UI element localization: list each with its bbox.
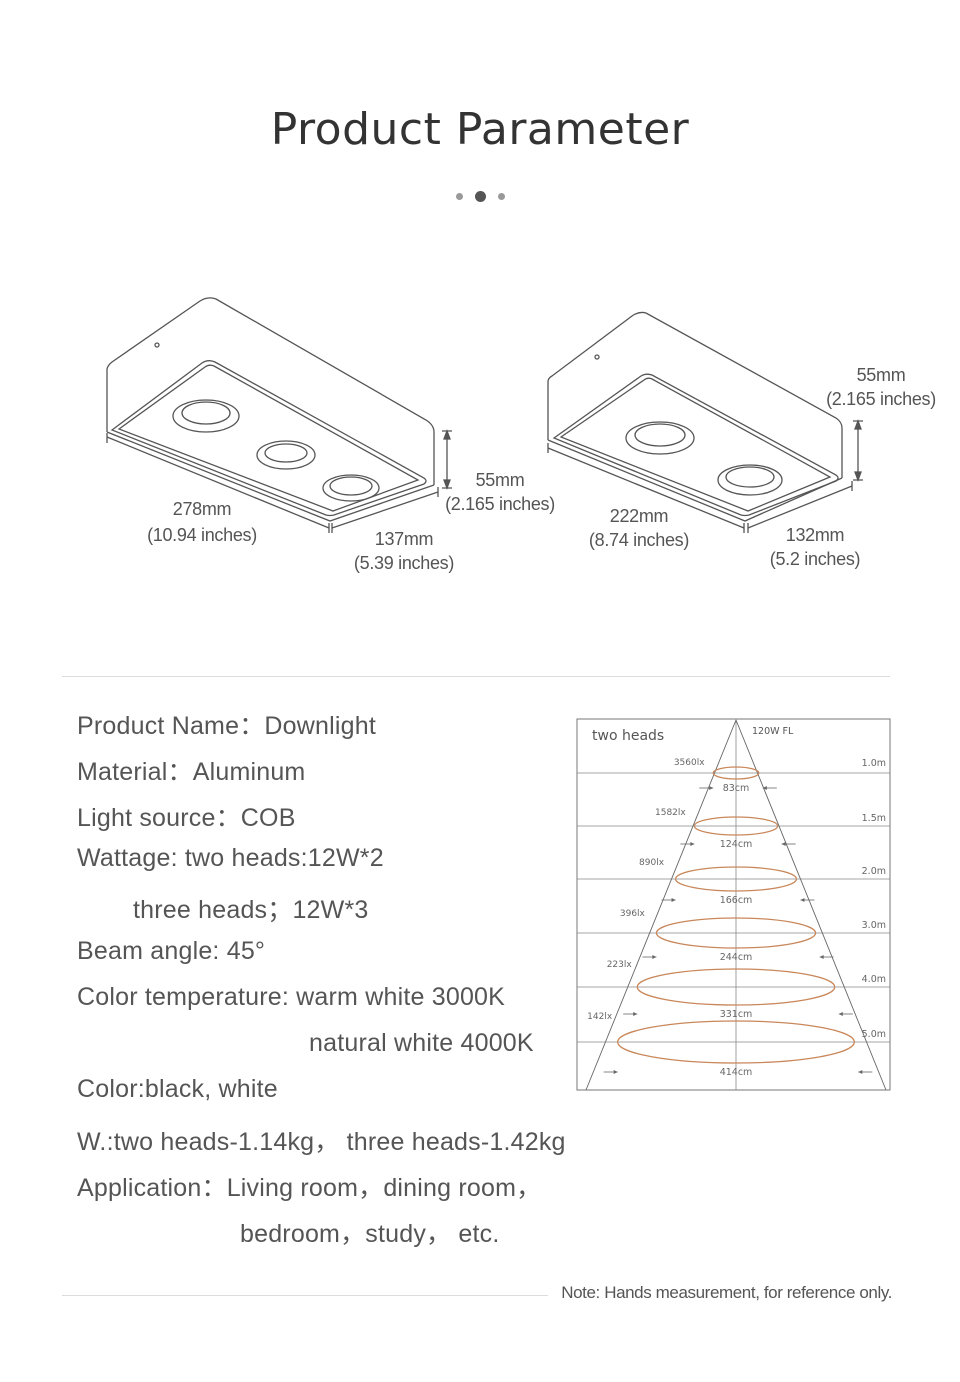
beam-lux-label: 1582lx <box>655 808 686 818</box>
beam-distance-label: 1.0m <box>862 758 886 769</box>
beam-arrowhead <box>858 1070 863 1074</box>
two-head-downlight-drawing <box>547 311 863 533</box>
three-head-height: 55mm <box>475 470 525 490</box>
dot-indicator[interactable] <box>455 193 463 200</box>
beam-lux-label: 223lx <box>607 960 633 970</box>
beam-cone-left <box>585 719 737 1091</box>
beam-diameter-label: 124cm <box>720 839 753 850</box>
param-beam-angle: Beam angle: 45° <box>77 937 266 965</box>
dot-indicator-active[interactable] <box>474 191 486 202</box>
beam-arrowhead <box>800 898 805 902</box>
dot-indicator[interactable] <box>497 193 505 200</box>
beam-diameter-label: 166cm <box>720 895 753 906</box>
beam-lux-label: 142lx <box>587 1012 613 1022</box>
param-color-temperature: Color temperature: warm white 3000K <box>77 983 506 1011</box>
three-head-width: 137mm <box>374 529 434 549</box>
beam-diameter-label: 331cm <box>720 1009 753 1020</box>
three-head-length-inches: (10.94 inches) <box>147 525 257 545</box>
two-head-height-inches: (2.165 inches) <box>826 389 936 409</box>
beam-spot-ellipse <box>636 968 836 1006</box>
three-head-length-label: 278mm (10.94 inches) <box>132 497 272 547</box>
beam-spot-ellipse <box>617 1020 855 1064</box>
beam-spot-ellipse <box>712 766 760 780</box>
measurement-note: Note: Hands measurement, for reference o… <box>561 1283 892 1302</box>
beam-chart-title: two heads <box>592 728 664 744</box>
param-application-cont: bedroom，study， etc. <box>240 1220 500 1248</box>
two-head-length-label: 222mm (8.74 inches) <box>569 504 709 552</box>
section-divider <box>62 676 890 677</box>
beam-distance-label: 4.0m <box>862 974 886 985</box>
param-product-name: Product Name：Downlight <box>77 712 376 740</box>
beam-lux-label: 396lx <box>620 909 646 919</box>
beam-angle-chart: 3560lx 83cm 1.0m 1582lx 124cm 1.5m 890lx 166cm 2… <box>576 718 891 1091</box>
product-drawings <box>106 297 863 533</box>
three-head-height-inches: (2.165 inches) <box>445 494 555 514</box>
two-head-height-label: 55mm (2.165 inches) <box>811 363 951 411</box>
page-title: Product Parameter <box>270 104 690 155</box>
beam-arrowhead <box>690 842 695 846</box>
two-head-height: 55mm <box>856 365 906 385</box>
footer-divider <box>62 1295 548 1296</box>
three-head-width-inches: (5.39 inches) <box>353 553 455 573</box>
beam-arrowhead <box>613 1070 618 1074</box>
beam-arrowhead <box>762 786 767 790</box>
beam-lux-label: 890lx <box>639 858 665 868</box>
beam-cone-right <box>735 719 887 1091</box>
beam-arrowhead <box>671 898 676 902</box>
param-color: Color:black, white <box>77 1075 278 1103</box>
two-head-width-label: 132mm (5.2 inches) <box>745 523 885 571</box>
three-head-width-label: 137mm (5.39 inches) <box>334 527 474 575</box>
beam-arrowhead <box>709 786 714 790</box>
beam-arrowhead <box>633 1012 638 1016</box>
beam-distance-label: 3.0m <box>862 920 886 931</box>
param-color-temperature-natural: natural white 4000K <box>309 1029 534 1057</box>
beam-spot-ellipse <box>674 866 798 892</box>
two-head-length: 222mm <box>609 506 669 526</box>
three-head-length: 278mm <box>172 499 232 519</box>
beam-distance-label: 1.5m <box>862 813 886 824</box>
carousel-dots <box>0 186 960 205</box>
beam-diameter-label: 244cm <box>720 952 753 963</box>
beam-arrowhead <box>781 842 786 846</box>
beam-distance-label: 5.0m <box>862 1029 886 1040</box>
beam-spot-ellipse <box>693 816 779 836</box>
three-head-downlight-drawing <box>106 297 452 533</box>
beam-chart-model: 120W FL <box>752 726 794 737</box>
two-head-width: 132mm <box>785 525 845 545</box>
two-head-width-inches: (5.2 inches) <box>769 549 861 569</box>
beam-distance-label: 2.0m <box>862 866 886 877</box>
param-weight: W.:two heads-1.14kg， three heads-1.42kg <box>77 1128 566 1156</box>
beam-lux-label: 3560lx <box>674 758 705 768</box>
param-wattage-three-heads: three heads；12W*3 <box>133 896 369 924</box>
beam-spot-ellipse <box>655 917 817 949</box>
param-application: Application：Living room，dining room， <box>77 1174 542 1202</box>
param-material: Material：Aluminum <box>77 758 306 786</box>
three-head-height-label: 55mm (2.165 inches) <box>430 468 570 516</box>
beam-diameter-label: 83cm <box>723 783 750 794</box>
param-wattage: Wattage: two heads:12W*2 <box>77 844 384 872</box>
beam-diameter-label: 414cm <box>720 1067 753 1078</box>
two-head-length-inches: (8.74 inches) <box>588 530 690 550</box>
beam-arrowhead <box>819 955 824 959</box>
beam-arrowhead <box>652 955 657 959</box>
beam-arrowhead <box>838 1012 843 1016</box>
param-light-source: Light source：COB <box>77 804 296 832</box>
